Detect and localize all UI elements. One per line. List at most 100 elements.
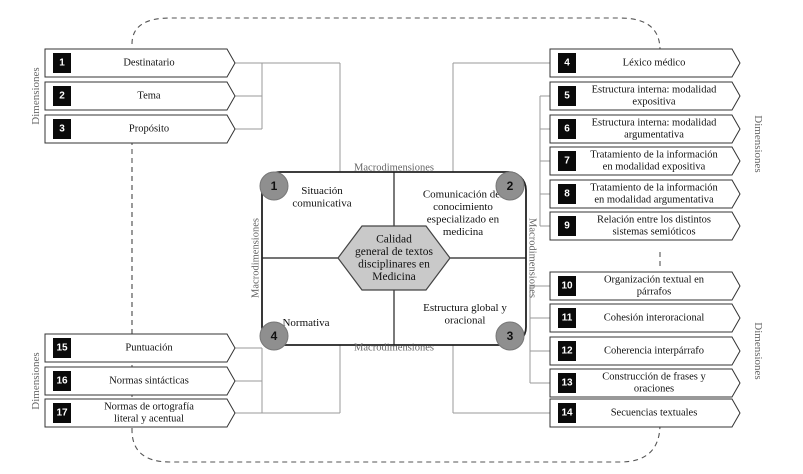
macro-2-label: medicina [443,226,483,238]
dimension-number: 11 [562,313,573,324]
macro-badge-number: 2 [507,179,514,193]
dimension-number-tab [558,276,576,296]
dimension-label: Tratamiento de la información [590,150,718,161]
dimension-label: oraciones [634,384,674,395]
dimension-number-tab [558,53,576,73]
center-title: disciplinares en [358,258,430,270]
dimension-number: 7 [564,156,570,167]
dimension-box-shape [549,303,741,333]
macro-2-label: especializado en [427,213,500,225]
dimension-number: 17 [56,408,68,419]
macrodimensions-label: Macrodimensiones [354,343,434,354]
macro-3-label: Estructura global y [423,302,507,314]
dimension-number: 15 [56,343,68,354]
macro-badge-circle [495,171,525,201]
macro-2-label: Comunicación del [423,188,503,200]
dimension-box-shape [549,336,741,366]
dimension-label: Organización textual en [604,275,705,286]
dimension-label: Construcción de frases y [602,372,706,383]
dimension-box-shape [549,211,741,241]
dimension-number-tab [558,341,576,361]
macro-4-label: Normativa [282,317,329,329]
dimension-number-tab [53,338,71,358]
dimension-box-shape [549,368,741,398]
macro-badge-number: 1 [271,179,278,193]
dimension-number: 9 [564,221,570,232]
macro-badge-number: 4 [271,329,278,343]
dimension-label: Coherencia interpárrafo [604,346,704,357]
dimension-number: 3 [59,124,65,135]
dimension-label: párrafos [637,287,671,298]
macro-1-label: Situación [301,185,343,197]
dimension-number-tab [558,308,576,328]
dimension-label: en modalidad expositiva [603,162,706,173]
dimension-label: Relación entre los distintos [597,215,711,226]
dimension-number-tab [558,151,576,171]
dimension-label: Tratamiento de la información [590,183,718,194]
dimension-label: Estructura interna: modalidad [592,118,718,129]
macro-badge-circle [259,321,289,351]
macrodimensions-label: Macrodimensiones [527,218,538,298]
dimensiones-label: Dimensiones [30,352,42,409]
dimension-label: en modalidad argumentativa [594,195,714,206]
dimension-label: argumentativa [624,130,684,141]
dimension-number-tab [558,216,576,236]
dimension-label: Normas de ortografía [104,402,194,413]
dimension-number-tab [53,86,71,106]
dimension-box-shape [549,271,741,301]
side-labels: MacrodimensionesMacrodimensionesMacrodim… [30,67,764,409]
dimension-box-shape [44,333,236,363]
outer-dashed-loop [131,17,661,463]
macro-badge-circle [259,171,289,201]
macro-4-badge: 4 [259,321,289,351]
dimension-label: Cohesión interoracional [604,313,705,324]
dimension-number-tab [558,373,576,393]
dimension-number: 8 [564,189,570,200]
dimension-number: 13 [561,378,573,389]
center-title: Medicina [372,271,415,283]
dimension-12-box: 12 Coherencia interpárrafo [549,336,741,366]
dimension-box-shape [549,81,741,111]
dimension-number: 14 [561,408,573,419]
dimension-box-shape [549,146,741,176]
dimension-number-tab [558,86,576,106]
dimension-number-tab [53,119,71,139]
dimension-box-shape [44,114,236,144]
center-title: Calidad [376,233,412,245]
center-hexagon [337,225,451,291]
dimension-label: Destinatario [123,58,174,69]
dimension-number: 16 [56,376,68,387]
dimension-number: 12 [561,346,573,357]
dimension-number: 10 [561,281,573,292]
macro-2-label: conocimiento [433,201,493,213]
dimension-box-shape [549,398,741,428]
macro-badge-number: 3 [507,329,514,343]
dimension-number-tab [53,403,71,423]
dimensiones-label: Dimensiones [30,67,42,124]
dimension-label: Tema [137,91,161,102]
dimension-box-shape [44,398,236,428]
dimension-number-tab [558,403,576,423]
dashed-loop-path [131,17,661,463]
dimension-label: literal y acentual [114,414,184,425]
dimension-label: Estructura interna: modalidad [592,85,718,96]
macro-2-badge: 2 [495,171,525,201]
dimension-label: Propósito [129,124,169,135]
dimension-box-shape [549,48,741,78]
dimension-number: 1 [59,58,65,69]
dimension-label: Secuencias textuales [611,408,698,419]
dimension-14-box: 14 Secuencias textuales [549,398,741,428]
center-title: general de textos [355,246,433,258]
macro-1-label: comunicativa [292,197,351,209]
